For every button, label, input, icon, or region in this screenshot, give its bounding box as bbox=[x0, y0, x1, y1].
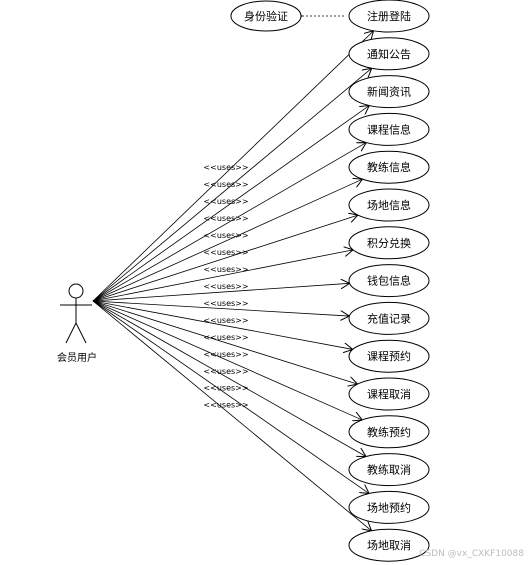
association-line bbox=[92, 300, 358, 384]
usecase-label: 教练取消 bbox=[367, 463, 411, 477]
uses-label: <<uses>> bbox=[203, 163, 248, 172]
association-line bbox=[92, 300, 366, 457]
usecase-ellipse bbox=[348, 377, 430, 411]
actor-member-user[interactable]: 会员用户 bbox=[57, 283, 97, 364]
usecase-label: 课程取消 bbox=[367, 387, 411, 401]
usecase-ellipse bbox=[348, 453, 430, 487]
usecase-label: 通知公告 bbox=[367, 47, 411, 61]
usecase-identity-verification-label: 身份验证 bbox=[244, 9, 288, 23]
usecase[interactable]: 课程取消 bbox=[348, 377, 430, 411]
watermark: CSDN @vx_CXKF10088 bbox=[419, 549, 524, 559]
usecase-label: 场地取消 bbox=[367, 538, 411, 552]
uses-label: <<uses>> bbox=[203, 197, 248, 206]
usecase-label: 课程预约 bbox=[367, 350, 411, 363]
usecase[interactable]: 课程信息 bbox=[348, 112, 430, 146]
usecase-label: 课程信息 bbox=[367, 122, 411, 136]
association-line bbox=[92, 179, 362, 302]
association-line bbox=[92, 250, 353, 302]
uses-label: <<uses>> bbox=[203, 299, 248, 308]
association-line bbox=[92, 300, 372, 531]
uses-label: <<uses>> bbox=[203, 231, 248, 240]
actor-label: 会员用户 bbox=[57, 351, 97, 364]
usecase-label: 场地信息 bbox=[367, 198, 411, 212]
usecase-ellipse bbox=[348, 339, 430, 373]
usecase[interactable]: 钱包信息 bbox=[348, 264, 430, 298]
usecase[interactable]: 场地取消 bbox=[348, 528, 430, 562]
association-line bbox=[92, 300, 369, 494]
usecase-ellipse bbox=[348, 415, 430, 449]
association-line bbox=[92, 300, 353, 349]
association-line bbox=[92, 300, 349, 316]
usecase-ellipse bbox=[348, 75, 430, 109]
usecase-label: 场地预约 bbox=[367, 500, 411, 514]
usecase-ellipse bbox=[348, 188, 430, 222]
usecase-label: 教练预约 bbox=[367, 425, 411, 439]
uses-label: <<uses>> bbox=[203, 180, 248, 189]
uses-label: <<uses>> bbox=[203, 350, 248, 359]
usecase[interactable]: 场地信息 bbox=[348, 188, 430, 222]
usecase-ellipse bbox=[348, 264, 430, 298]
uses-label: <<uses>> bbox=[203, 282, 248, 291]
usecase-label: 教练信息 bbox=[367, 160, 411, 174]
uses-label: <<uses>> bbox=[203, 214, 248, 223]
actor-head bbox=[68, 283, 84, 299]
usecase[interactable]: 课程预约 bbox=[348, 339, 430, 373]
association-line bbox=[92, 143, 366, 302]
usecase-ellipse bbox=[348, 301, 430, 335]
usecase-ellipse bbox=[348, 226, 430, 260]
usecase[interactable]: 教练预约 bbox=[348, 415, 430, 449]
usecase[interactable]: 场地预约 bbox=[348, 490, 430, 524]
association-line bbox=[92, 68, 372, 302]
usecase-ellipse bbox=[348, 0, 430, 33]
uses-label: <<uses>> bbox=[203, 248, 248, 257]
uses-label: <<uses>> bbox=[203, 367, 248, 376]
usecase-ellipse bbox=[348, 112, 430, 146]
uses-label: <<uses>> bbox=[203, 265, 248, 274]
usecase[interactable]: 教练取消 bbox=[348, 453, 430, 487]
usecase-label: 充值记录 bbox=[367, 311, 411, 325]
uses-label: <<uses>> bbox=[203, 316, 248, 325]
usecase[interactable]: 注册登陆 bbox=[348, 0, 430, 33]
usecase-list: 注册登陆通知公告新闻资讯课程信息教练信息场地信息积分兑换钱包信息充值记录课程预约… bbox=[348, 0, 430, 562]
actor-right-leg bbox=[75, 322, 87, 344]
usecase-label: 积分兑换 bbox=[367, 236, 411, 250]
usecase[interactable]: 教练信息 bbox=[348, 150, 430, 184]
usecase-label: 钱包信息 bbox=[367, 274, 411, 288]
association-line bbox=[92, 215, 358, 302]
usecase-ellipse bbox=[348, 528, 430, 562]
usecase-identity-verification[interactable]: 身份验证 bbox=[230, 0, 302, 32]
usecase[interactable]: 充值记录 bbox=[348, 301, 430, 335]
actor-left-leg bbox=[65, 322, 77, 344]
association-line bbox=[92, 283, 350, 302]
usecase[interactable]: 新闻资讯 bbox=[348, 75, 430, 109]
uses-label: <<uses>> bbox=[203, 384, 248, 393]
usecase[interactable]: 积分兑换 bbox=[348, 226, 430, 260]
association-line bbox=[92, 300, 362, 420]
association-lines bbox=[92, 31, 374, 531]
uses-labels: <<uses>> <<uses>> <<uses>> <<uses>> <<uses>>… bbox=[203, 163, 248, 410]
usecase-label: 新闻资讯 bbox=[367, 85, 411, 99]
association-line bbox=[92, 106, 369, 302]
uses-label: <<uses>> bbox=[203, 401, 248, 410]
usecase-ellipse bbox=[348, 37, 430, 71]
usecase-ellipse bbox=[348, 490, 430, 524]
usecase-ellipse bbox=[348, 150, 430, 184]
uses-label: <<uses>> bbox=[203, 333, 248, 342]
association-line bbox=[92, 31, 374, 302]
usecase[interactable]: 通知公告 bbox=[348, 37, 430, 71]
usecase-label: 注册登陆 bbox=[367, 9, 411, 23]
